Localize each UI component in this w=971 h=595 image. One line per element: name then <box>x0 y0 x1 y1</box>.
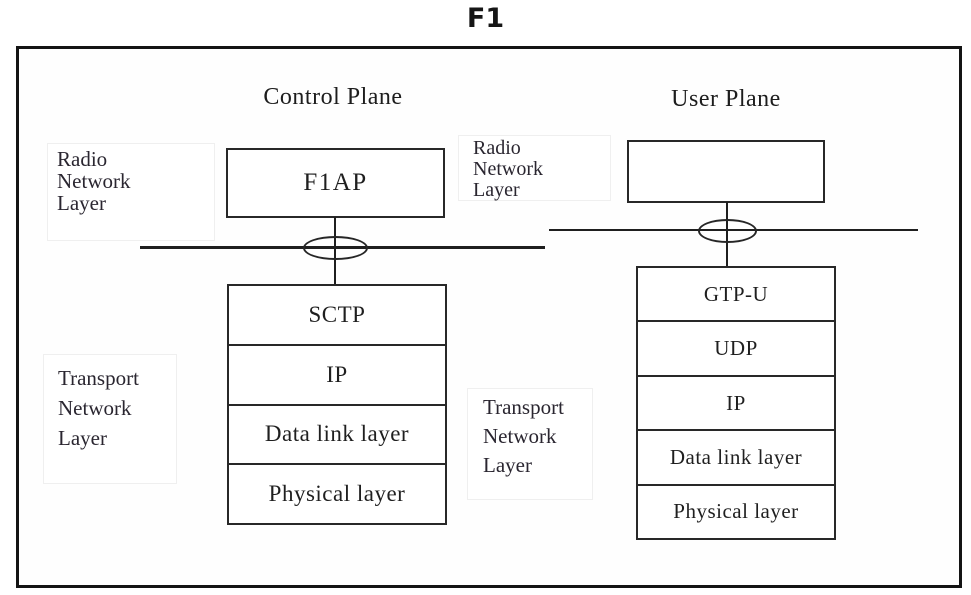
user-sap-ellipse <box>698 219 757 243</box>
label-line: Network <box>483 424 557 448</box>
stack-row-gtpu: GTP-U <box>703 281 769 306</box>
diagram-title: F1 <box>466 3 505 34</box>
stack-row-udp: UDP <box>638 320 834 374</box>
transport-network-layer-label-left: Transport Network Layer <box>43 354 177 484</box>
stack-row-physical: Physical layer <box>229 463 445 523</box>
label-line: Network <box>57 169 131 193</box>
control-protocol-stack: SCTP IP Data link layer Physical layer <box>227 284 447 525</box>
label-line: Network <box>58 396 132 420</box>
user-protocol-stack: GTP-U UDP IP Data link layer Physical la… <box>636 266 836 540</box>
label-line: Transport <box>58 366 139 390</box>
f1ap-box: F1AP <box>226 148 445 218</box>
control-plane-heading: Control Plane <box>263 84 403 110</box>
stack-row-ip: IP <box>229 343 445 404</box>
stack-row-physical: Physical layer <box>638 483 834 538</box>
user-plane-heading: User Plane <box>671 86 781 112</box>
label-line: Layer <box>57 191 106 215</box>
control-sap-ellipse <box>303 236 368 260</box>
radio-network-layer-label-right: Radio Network Layer <box>458 135 611 201</box>
label-line: Network <box>473 158 543 180</box>
user-plane-top-box <box>627 140 825 203</box>
label-line: Layer <box>483 453 532 477</box>
label-line: Radio <box>473 137 521 159</box>
stack-row-data-link: Data link layer <box>638 429 834 483</box>
stack-row-sctp: SCTP <box>308 301 366 327</box>
stack-row-ip: IP <box>638 374 834 429</box>
stack-row-data-link: Data link layer <box>229 403 445 464</box>
label-line: Layer <box>473 179 520 201</box>
radio-network-layer-label-left: Radio Network Layer <box>47 143 215 241</box>
label-line: Transport <box>483 395 564 419</box>
transport-network-layer-label-right: Transport Network Layer <box>467 388 593 500</box>
label-line: Layer <box>58 426 107 450</box>
label-line: Radio <box>57 147 108 171</box>
